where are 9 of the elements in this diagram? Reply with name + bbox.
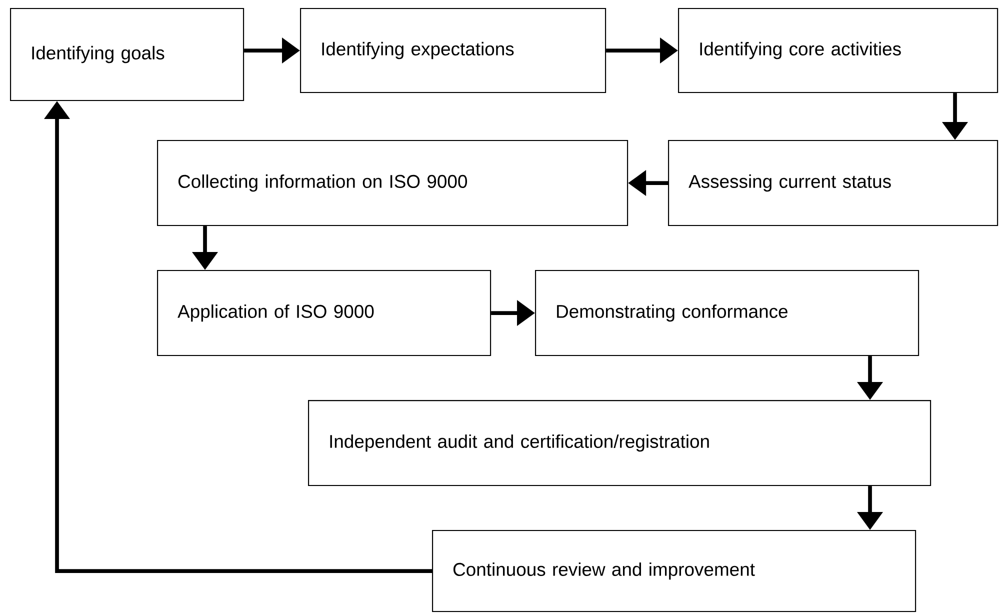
process-box: Identifying goals — [10, 8, 244, 102]
process-box: Demonstrating conformance — [535, 270, 920, 356]
process-box: Continuous review and improvement — [432, 530, 916, 612]
process-box: Collecting information on ISO 9000 — [157, 140, 628, 226]
process-box: Application of ISO 9000 — [157, 270, 492, 356]
process-box: Identifying core activities — [678, 8, 998, 94]
process-box: Identifying expectations — [300, 8, 606, 94]
process-box: Independent audit and certification/registration — [308, 400, 932, 486]
process-box: Assessing current status — [668, 140, 998, 226]
